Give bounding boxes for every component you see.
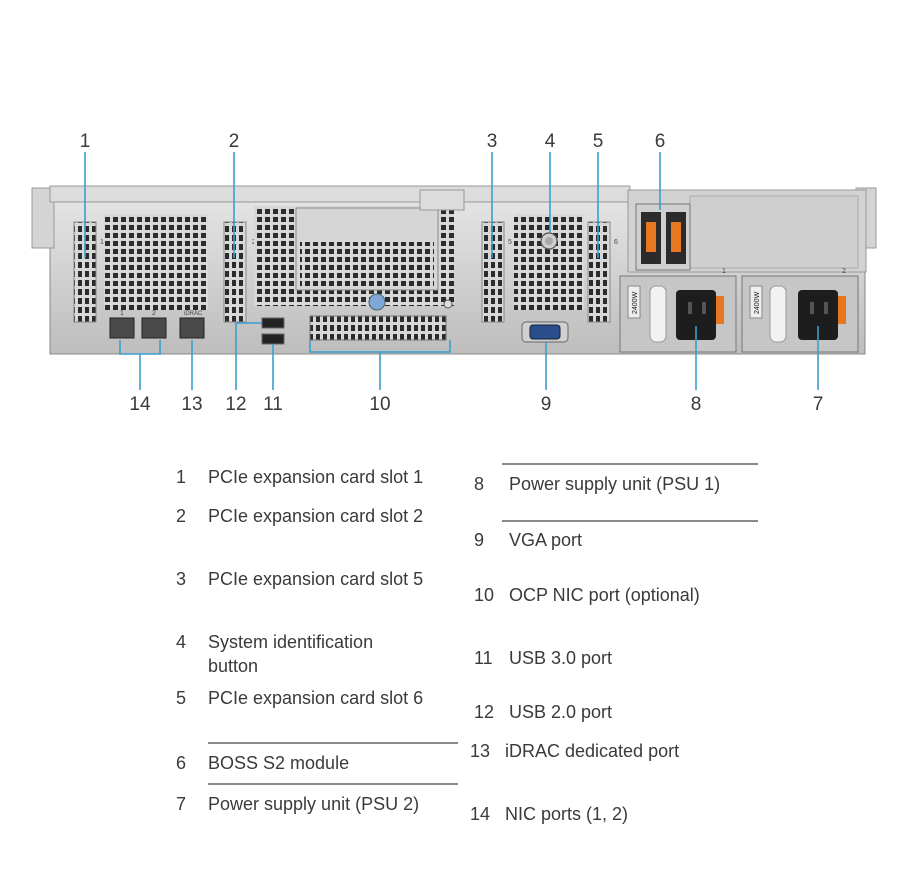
- legend-num: 13: [470, 741, 491, 761]
- system-id-button: [540, 232, 558, 250]
- vga-port: [521, 321, 569, 343]
- center-riser: [254, 189, 465, 311]
- callout-12: 12: [225, 394, 246, 415]
- callout-2: 2: [229, 131, 240, 152]
- vent-grille-right: [514, 214, 584, 310]
- psu-2-tag: 2: [842, 268, 846, 275]
- callout-6: 6: [655, 131, 666, 152]
- callout-7: 7: [813, 394, 824, 415]
- pcie-slot-6: 6: [587, 221, 618, 323]
- legend-num: 9: [474, 530, 485, 550]
- callout-8: 8: [691, 394, 702, 415]
- legend-text: NIC ports (1, 2): [505, 804, 629, 824]
- server-rear-diagram: 1 2 1 2 iDRAC 5: [31, 131, 877, 415]
- nic-1-label: 1: [120, 310, 124, 317]
- legend-text: USB 2.0 port: [509, 702, 613, 722]
- callout-11: 11: [263, 394, 283, 415]
- legend-text: PCIe expansion card slot 6: [208, 688, 424, 708]
- legend-num: 2: [176, 506, 187, 526]
- legend-num: 11: [474, 648, 493, 668]
- pcie-slot-5: 5: [481, 221, 512, 323]
- psu-1-tag: 1: [722, 268, 726, 275]
- legend-text: OCP NIC port (optional): [509, 585, 700, 605]
- legend-text: USB 3.0 port: [509, 648, 613, 668]
- slot-5-label: 5: [508, 239, 512, 246]
- psu-1-watt-label: 2400W: [632, 291, 639, 314]
- callout-1: 1: [80, 131, 91, 152]
- callout-5: 5: [593, 131, 604, 152]
- boss-s2-module: [635, 203, 691, 271]
- idrac-label: iDRAC: [184, 311, 203, 317]
- slot-1-label: 1: [100, 239, 104, 246]
- callout-13: 13: [181, 394, 202, 415]
- psu-2: 2400W 2: [741, 268, 859, 353]
- legend-num: 14: [470, 804, 491, 824]
- legend-text: PCIe expansion card slot 2: [208, 506, 424, 526]
- legend-text: iDRAC dedicated port: [505, 741, 680, 761]
- usb-2-port: [261, 317, 285, 329]
- nic-ports: 1 2: [109, 310, 167, 339]
- psu-2-watt-label: 2400W: [754, 291, 761, 314]
- legend-num: 6: [176, 753, 187, 773]
- legend-divider: [502, 463, 758, 465]
- legend-num: 1: [176, 467, 187, 487]
- legend-text: PCIe expansion card slot 1: [208, 467, 424, 487]
- legend-num: 8: [474, 474, 485, 494]
- callout-9: 9: [541, 394, 552, 415]
- legend-text: Power supply unit (PSU 2): [208, 794, 420, 814]
- legend-text: BOSS S2 module: [208, 753, 350, 773]
- legend-num: 10: [474, 585, 495, 605]
- legend-divider: [208, 783, 458, 785]
- legend-divider: [502, 520, 758, 522]
- callout-4: 4: [545, 131, 556, 152]
- usb-3-port: [261, 333, 285, 345]
- legend-num: 7: [176, 794, 187, 814]
- legend-divider: [208, 742, 458, 744]
- slot-6-label: 6: [614, 239, 618, 246]
- legend-text: System identification button: [208, 632, 374, 676]
- legend-text: Power supply unit (PSU 1): [509, 474, 721, 494]
- callout-10: 10: [369, 394, 390, 415]
- callout-14: 14: [129, 394, 151, 415]
- ocp-nic-port: [309, 315, 447, 341]
- legend-text: VGA port: [509, 530, 583, 550]
- nic-2-label: 2: [152, 310, 156, 317]
- vent-grille-left: [104, 214, 208, 310]
- psu-1: 2400W 1: [619, 268, 737, 353]
- legend-text: PCIe expansion card slot 5: [208, 569, 424, 589]
- legend-num: 12: [474, 702, 495, 722]
- callout-3: 3: [487, 131, 498, 152]
- legend-num: 5: [176, 688, 187, 708]
- idrac-port: iDRAC: [179, 311, 205, 339]
- legend-num: 4: [176, 632, 187, 652]
- callout-numbers: 1 2 3 4 5 6 7 8 9 10 11 12 13 14: [80, 131, 824, 415]
- legend-num: 3: [176, 569, 187, 589]
- leader-lines: [84, 152, 819, 390]
